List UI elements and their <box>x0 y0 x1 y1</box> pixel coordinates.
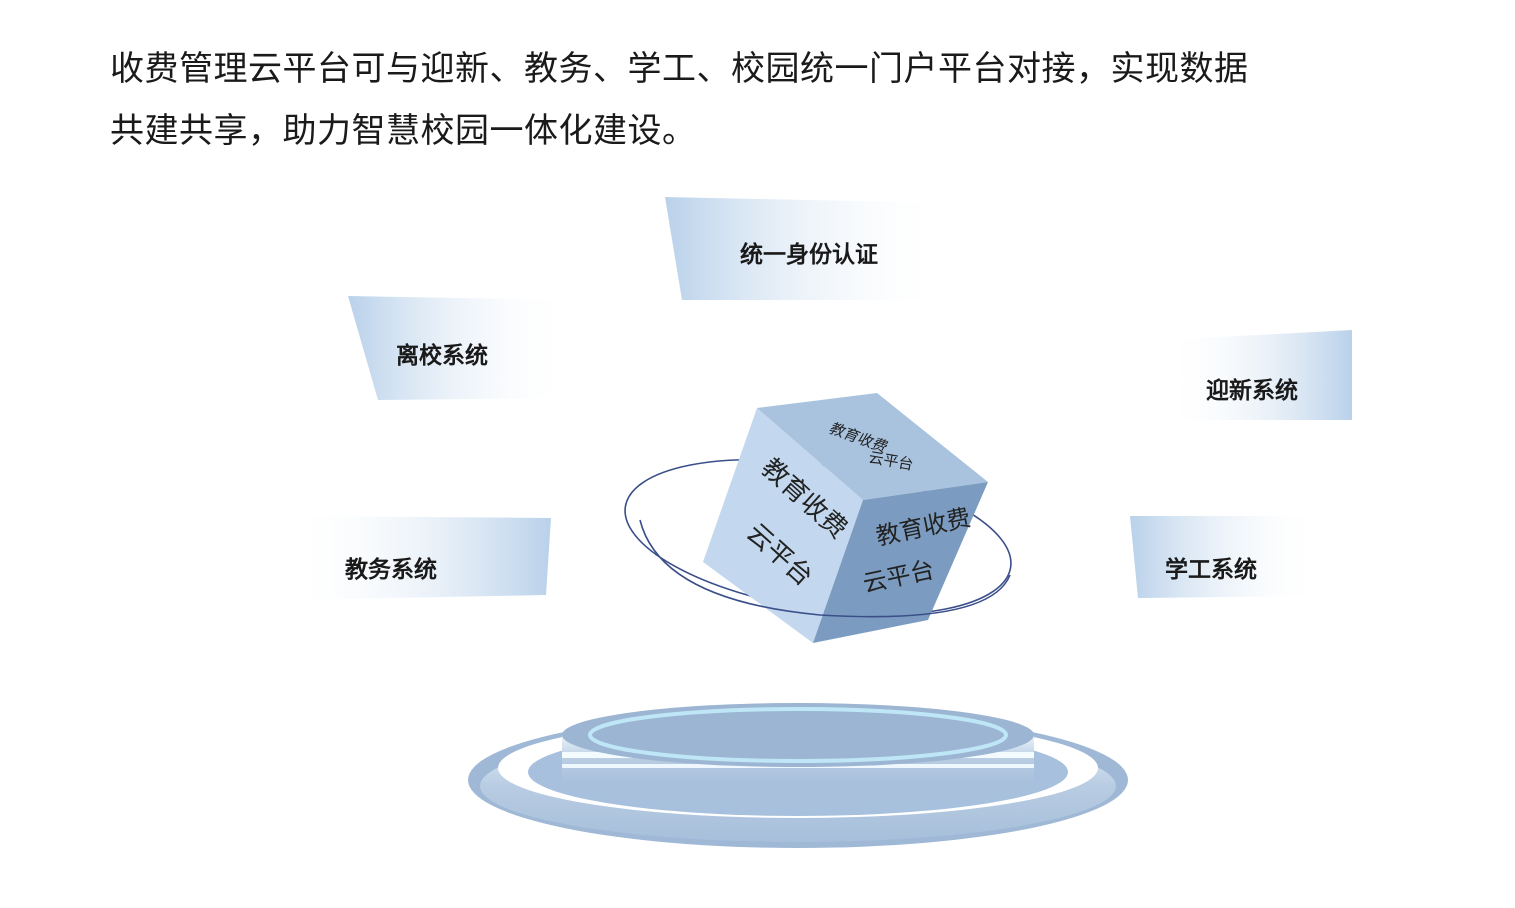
cube: 教育收费 云平台 教育收费 云平台 教育收费 云平台 <box>703 393 988 643</box>
intro-text: 收费管理云平台可与迎新、教务、学工、校园统一门户平台对接，实现数据 共建共享，助… <box>110 38 1410 162</box>
intro-line-2: 共建共享，助力智慧校园一体化建设。 <box>110 111 697 151</box>
pedestal <box>468 703 1128 848</box>
intro-line-1: 收费管理云平台可与迎新、教务、学工、校园统一门户平台对接，实现数据 <box>110 49 1249 89</box>
label-unified-auth: 统一身份认证 <box>740 241 878 268</box>
label-academic-system: 教务系统 <box>345 556 437 583</box>
panel-academic-system <box>285 516 551 600</box>
label-student-affairs-system: 学工系统 <box>1165 556 1257 583</box>
panel-enrollment-system <box>1164 330 1352 420</box>
orbit-front-arc <box>639 519 1011 618</box>
panel-student-affairs-system <box>1130 516 1320 598</box>
panel-unified-auth <box>665 197 950 300</box>
panel-leaving-system <box>348 296 570 400</box>
label-enrollment-system: 迎新系统 <box>1206 377 1298 404</box>
label-leaving-system: 离校系统 <box>396 342 488 369</box>
